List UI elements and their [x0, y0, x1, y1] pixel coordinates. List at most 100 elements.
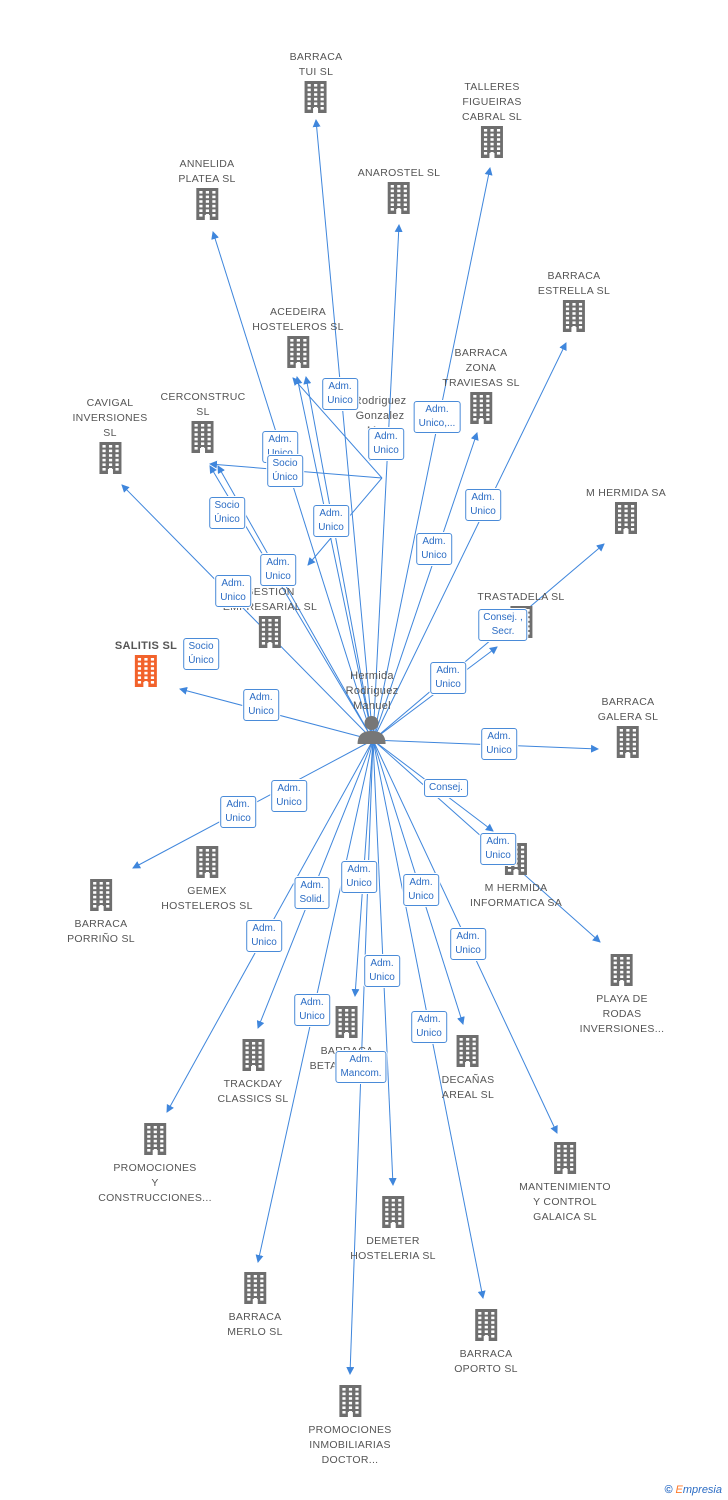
edge-label[interactable]: Adm.Unico — [416, 533, 452, 565]
relation-edge-6 — [303, 376, 374, 741]
edge-label[interactable]: Adm.Unico — [368, 428, 404, 460]
edge-label[interactable]: Adm.Unico — [322, 378, 358, 410]
building-icon — [252, 335, 343, 374]
building-icon — [98, 1122, 212, 1161]
company-node-anarostel[interactable]: ANAROSTEL SL — [358, 166, 441, 220]
relation-edge-11 — [372, 543, 605, 741]
edge-label[interactable]: Adm.Unico — [260, 554, 296, 586]
company-label: TRASTADELA SL — [477, 591, 565, 603]
building-icon — [67, 878, 135, 917]
company-label: M HERMIDA SA — [585, 487, 667, 499]
building-icon — [290, 80, 343, 119]
edge-label[interactable]: Adm.Unico — [411, 1011, 447, 1043]
edge-label[interactable]: Consej. — [424, 779, 468, 797]
edge-label[interactable]: Adm.Unico — [403, 874, 439, 906]
edge-label[interactable]: Adm.Unico — [294, 994, 330, 1026]
company-node-salitis[interactable]: SALITIS SL — [115, 639, 177, 693]
person-icon — [346, 714, 399, 749]
edge-label[interactable]: Adm.Unico — [341, 861, 377, 893]
edge-label[interactable]: Adm.Unico — [465, 489, 501, 521]
building-icon — [454, 1308, 518, 1347]
building-icon — [115, 654, 177, 693]
building-icon — [580, 953, 665, 992]
edge-label[interactable]: Adm.Unico,... — [413, 401, 461, 433]
edge-label[interactable]: Adm.Unico — [450, 928, 486, 960]
building-icon — [350, 1195, 436, 1234]
building-icon — [223, 615, 317, 654]
edge-label[interactable]: Adm.Unico — [246, 920, 282, 952]
edge-label[interactable]: Adm.Unico — [481, 728, 517, 760]
edge-label[interactable]: Adm.Unico — [215, 575, 251, 607]
relation-edge-5 — [294, 376, 374, 741]
building-icon — [586, 501, 666, 540]
building-icon — [519, 1141, 611, 1180]
edge-label[interactable]: Adm.Unico — [364, 955, 400, 987]
building-icon — [310, 1005, 385, 1044]
edge-label[interactable]: Adm.Unico — [271, 780, 307, 812]
empresia-logo[interactable]: © Empresia — [664, 1484, 722, 1496]
edge-label[interactable]: Adm.Mancom. — [335, 1051, 387, 1083]
relation-edge-7 — [372, 432, 479, 741]
relation-edge-3 — [372, 224, 403, 741]
edge-label[interactable]: Adm.Unico — [313, 505, 349, 537]
edge-label[interactable]: Consej. ,Secr. — [478, 609, 528, 641]
building-icon — [178, 187, 235, 226]
relation-edge-0 — [312, 119, 374, 741]
edge-label[interactable]: Adm.Unico — [430, 662, 466, 694]
building-icon — [442, 1034, 495, 1073]
edge-label[interactable]: Adm.Unico — [243, 689, 279, 721]
building-icon — [462, 125, 522, 164]
edge-label[interactable]: Adm.Unico — [480, 833, 516, 865]
company-node-m-hermida[interactable]: M HERMIDA SA — [586, 486, 666, 540]
edge-label[interactable]: Adm.Solid. — [294, 877, 330, 909]
building-icon — [161, 420, 246, 459]
edge-label[interactable]: Adm.Unico — [220, 796, 256, 828]
building-icon — [308, 1384, 391, 1423]
relation-edge-4 — [372, 342, 567, 741]
relation-edge-1 — [372, 167, 493, 741]
